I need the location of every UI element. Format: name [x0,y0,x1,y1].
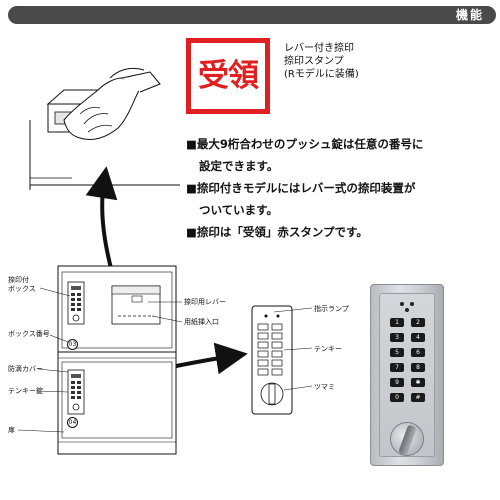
caption-line: レバー付き捺印 [284,43,354,54]
indicator-lamp-dot [410,302,414,306]
keypad-face: 1 2 3 4 5 6 7 8 9 ✱ 0 # [379,293,435,457]
header-bar: 機能 [8,6,496,24]
keypad-lock-photo: 1 2 3 4 5 6 7 8 9 ✱ 0 # [370,284,444,466]
label-keypad-lock: テンキー錠 [8,387,43,395]
label-indicator-lamp: 指示ランプ [314,305,349,313]
key-button: 4 [411,333,425,342]
caption-line: (Rモデルに装備) [284,69,359,80]
page-title: 機能 [455,8,484,22]
key-button: 5 [390,348,404,357]
juryo-stamp: 受領 [186,38,270,114]
caption-line: 捺印スタンプ [284,56,344,67]
label-seal-lever: 捺印用レバー [184,298,226,306]
label-door: 扉 [8,426,15,434]
label-tenkey: テンキー [314,345,342,353]
bullet-line: 設定できます。 [199,159,279,173]
key-button: 0 [390,393,404,402]
lever-hand-illustration [29,67,180,190]
bullet-line: ■捺印は「受領」赤スタンプです。 [186,225,368,239]
feature-bullets: ■最大9桁合わせのプッシュ錠は任意の番号に 設定できます。 ■捺印付きモデルには… [186,133,486,243]
bullet-line: ついています。 [199,203,279,217]
locker-cabinet-drawing [17,265,183,455]
label-seal-box-1: 捺印付 [8,276,29,284]
key-button: 8 [411,363,425,372]
bullet-line: ■最大9桁合わせのプッシュ錠は任意の番号に [186,137,424,151]
stamp-caption: レバー付き捺印 捺印スタンプ (Rモデルに装備) [284,42,424,81]
label-seal-box-2: ボックス [8,285,36,293]
label-knob: ツマミ [314,383,335,391]
key-button: # [411,393,425,402]
key-button: ✱ [411,378,425,387]
knob-dial [390,422,424,456]
key-button: 9 [390,378,404,387]
stamp-text: 受領 [198,57,259,94]
knob-handle [398,424,417,456]
key-button: 1 [390,318,404,327]
indicator-lamp-dot [400,302,404,306]
label-box-number: ボックス番号 [8,330,50,338]
box-number-badge: 04 [67,417,78,428]
indicator-lamp-dot [405,308,409,312]
label-form-slot: 用紙挿入口 [184,318,219,326]
box-number-badge: 03 [67,339,78,350]
keypad-line-diagram [251,305,313,415]
key-button: 2 [411,318,425,327]
key-button: 6 [411,348,425,357]
label-rain-cover: 防滴カバー [8,365,43,373]
bullet-line: ■捺印付きモデルにはレバー式の捺印装置が [186,181,416,195]
key-button: 3 [390,333,404,342]
key-button: 7 [390,363,404,372]
